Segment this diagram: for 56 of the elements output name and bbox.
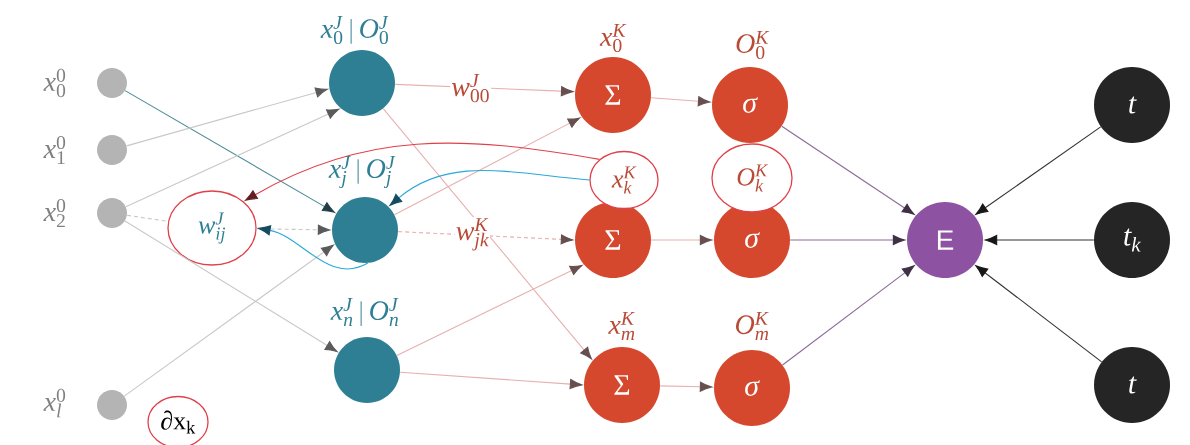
- edge-label: $w_{00}^J$: [450, 73, 491, 104]
- arrow: [123, 244, 334, 397]
- circled-term: $O_k^K$: [711, 143, 793, 213]
- neuron-label: $x_n^J \,|\, O_n^J$: [330, 297, 399, 327]
- arrow: [258, 225, 369, 270]
- arrow: [975, 265, 1103, 363]
- hidden-neuron: [329, 50, 395, 116]
- arrow: [399, 371, 583, 390]
- connector-line: [126, 214, 169, 222]
- neuron-label: $x_j^J \,|\, O_j^J$: [328, 155, 396, 189]
- input-neuron: [97, 198, 127, 228]
- arrow: [125, 108, 340, 208]
- arrow: [781, 265, 915, 366]
- arrow: [984, 234, 1095, 246]
- circled-term: $x_k^K$: [589, 150, 659, 210]
- neuron-label: $x_0^J \,|\, O_0^J$: [320, 15, 389, 45]
- neuron-label: $O_0^K$: [736, 30, 770, 60]
- arrow: [789, 234, 906, 246]
- hidden-neuron: [334, 337, 400, 403]
- sum-neuron: $\Sigma$: [575, 57, 651, 133]
- target-neuron: $t_k$: [1094, 202, 1170, 278]
- arrow: [124, 90, 335, 213]
- arrow: [389, 169, 590, 206]
- sum-neuron: $\Sigma$: [584, 347, 660, 423]
- neuron-label: $O_m^K$: [736, 312, 769, 340]
- sigmoid-neuron: $\sigma$: [712, 67, 788, 143]
- arrow: [396, 264, 583, 357]
- sigmoid-neuron: $\sigma$: [714, 202, 790, 278]
- hidden-neuron: [332, 197, 398, 263]
- target-neuron: $t$: [1094, 347, 1170, 423]
- arrow: [781, 125, 915, 215]
- arrow: [650, 234, 713, 246]
- arrow: [650, 96, 711, 107]
- arrow: [659, 381, 713, 392]
- arrow: [244, 142, 601, 201]
- input-neuron: [97, 135, 127, 165]
- neuron-label: $x_2^0$: [43, 198, 66, 228]
- target-neuron: $t$: [1094, 67, 1170, 143]
- input-neuron: [97, 390, 127, 420]
- arrow: [393, 117, 581, 216]
- error-neuron: E: [907, 202, 983, 278]
- neuron-label: $x_0^0$: [43, 68, 66, 98]
- sigmoid-neuron: $\sigma$: [714, 350, 790, 426]
- edge-label: $w_{jk}^K$: [454, 217, 491, 252]
- input-neuron: [97, 68, 127, 98]
- neuron-label: $x_m^K$: [608, 312, 635, 340]
- neuron-label: $x_0^K$: [599, 23, 627, 53]
- circled-term: ∂x$_{k}$: [147, 395, 209, 445]
- arrow: [382, 108, 592, 360]
- circled-term: $w_{ij}^J$: [167, 190, 257, 266]
- neuron-label: $x_1^0$: [43, 135, 66, 165]
- arrow: [126, 87, 328, 147]
- arrow: [124, 220, 338, 352]
- sum-neuron: $\Sigma$: [575, 202, 651, 278]
- arrow: [975, 126, 1102, 215]
- neuron-label: $x_l^0$: [43, 388, 66, 418]
